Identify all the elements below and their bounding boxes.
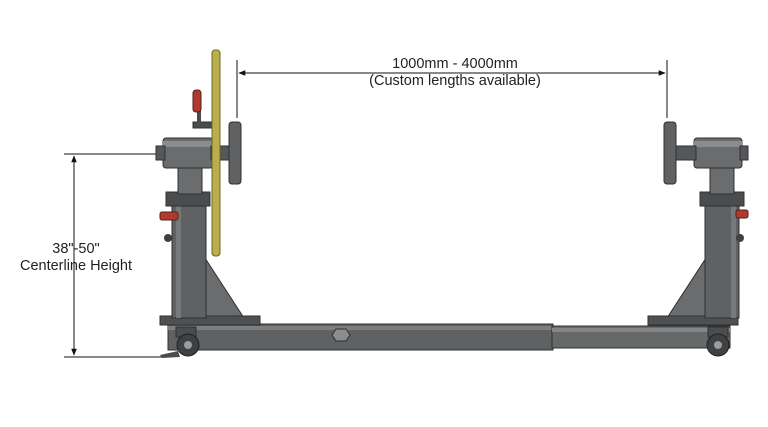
- length-dimension-label: 1000mm - 4000mm (Custom lengths availabl…: [300, 56, 610, 90]
- gear-ring: [211, 49, 221, 257]
- length-range-text: 1000mm - 4000mm: [392, 56, 518, 72]
- base-rail: [167, 323, 731, 351]
- left-gusset: [204, 256, 245, 319]
- right-stand: [647, 121, 749, 357]
- length-dimension: [236, 60, 668, 118]
- right-lock-handle: [735, 209, 749, 219]
- height-dimension-label: 38"-50" Centerline Height: [6, 241, 146, 275]
- height-dimension: [64, 153, 162, 358]
- caster-brake: [160, 351, 180, 358]
- height-range-text: 38"-50": [52, 241, 100, 257]
- left-faceplate: [228, 121, 242, 185]
- length-note-text: (Custom lengths available): [369, 73, 541, 89]
- right-gusset: [666, 256, 707, 319]
- rail-clamp-knob: [331, 328, 351, 342]
- left-lock-handle: [159, 211, 179, 221]
- right-caster: [706, 326, 730, 357]
- right-faceplate: [663, 121, 677, 185]
- height-note-text: Centerline Height: [19, 258, 133, 274]
- left-caster: [160, 326, 200, 358]
- crank-handle: [192, 89, 202, 113]
- left-stand: [155, 49, 261, 358]
